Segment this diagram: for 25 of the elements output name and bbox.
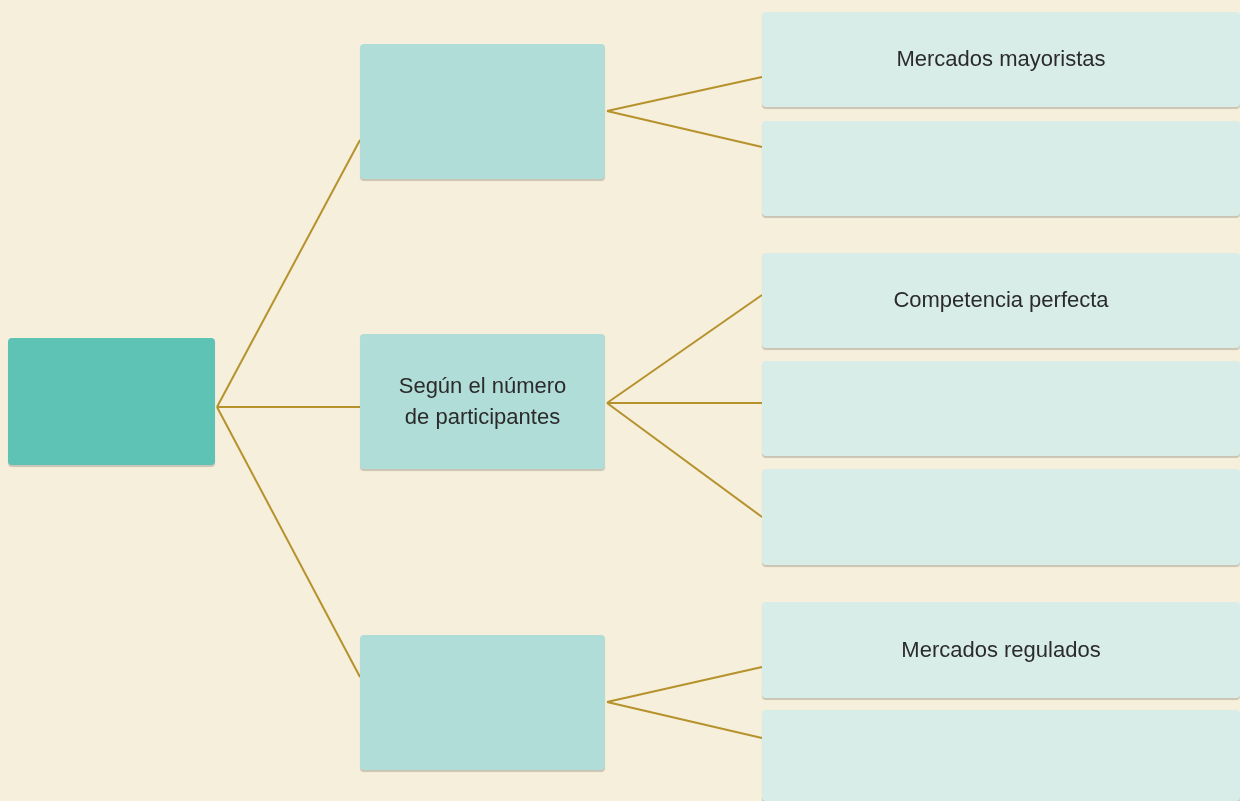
box-label: Según el número de participantes <box>397 371 568 431</box>
connector-line <box>216 406 361 408</box>
empty-concept-box <box>762 361 1240 456</box>
connector-line <box>216 139 361 408</box>
connector-line <box>606 76 763 112</box>
connector-line <box>606 701 763 739</box>
empty-concept-box <box>360 44 605 179</box>
concept-box <box>360 334 605 469</box>
empty-concept-box <box>360 635 605 770</box>
connector-line <box>606 402 763 518</box>
empty-concept-box <box>8 338 215 465</box>
empty-concept-box <box>762 121 1240 216</box>
box-label: Mercados mayoristas <box>895 45 1107 74</box>
connector-line <box>606 110 763 148</box>
empty-concept-box <box>762 710 1240 801</box>
connector-line <box>606 666 763 703</box>
box-label: Competencia perfecta <box>892 286 1110 315</box>
connector-line <box>606 294 763 404</box>
concept-box <box>762 602 1240 698</box>
connector-line <box>216 406 361 678</box>
concept-box <box>762 253 1240 348</box>
concept-box <box>762 12 1240 107</box>
empty-concept-box <box>762 469 1240 565</box>
box-label: Mercados regulados <box>900 635 1102 664</box>
connector-line <box>606 402 763 404</box>
